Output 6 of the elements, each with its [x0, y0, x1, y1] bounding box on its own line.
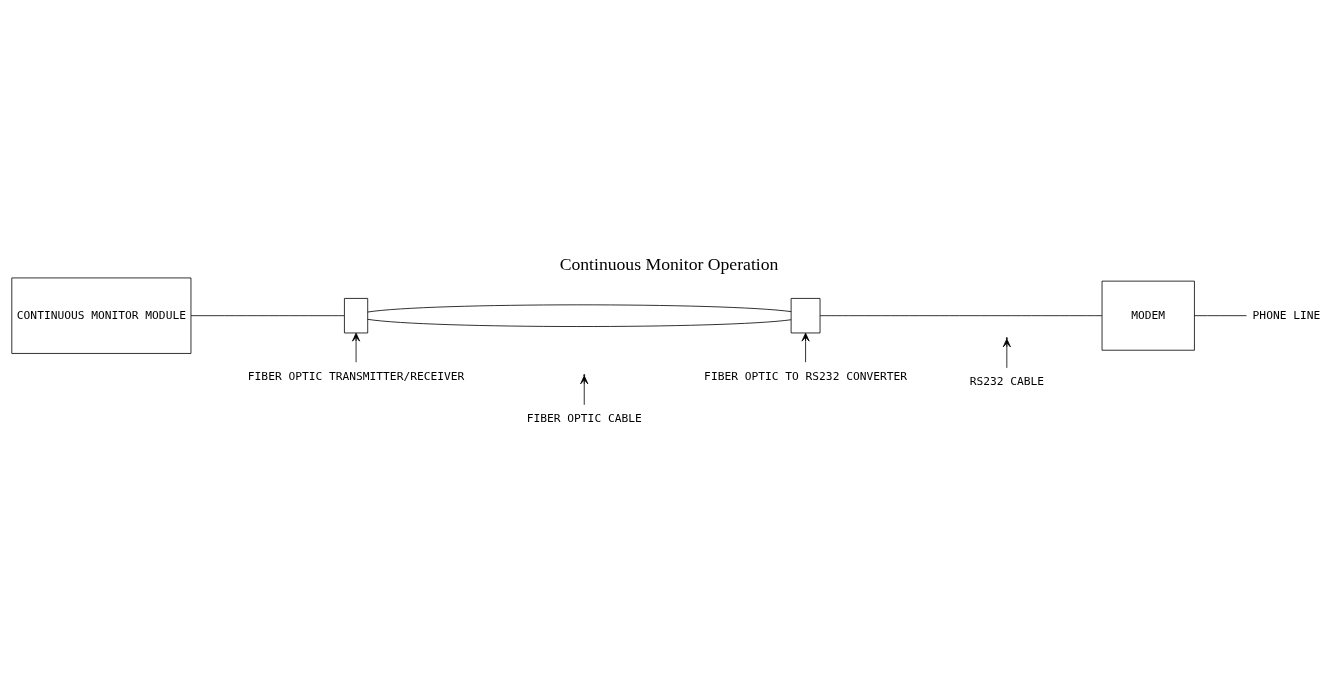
node-text: RS232 CABLE [969, 375, 1045, 389]
node-text: FIBER OPTIC TRANSMITTER/RECEIVER [247, 369, 465, 383]
node-text: FIBER OPTIC TO RS232 CONVERTER [704, 369, 908, 383]
node-text: PHONE LINE [1252, 308, 1321, 322]
node-text: FIBER OPTIC CABLE [526, 412, 642, 426]
diagram-title: Continuous Monitor Operation [559, 253, 779, 274]
